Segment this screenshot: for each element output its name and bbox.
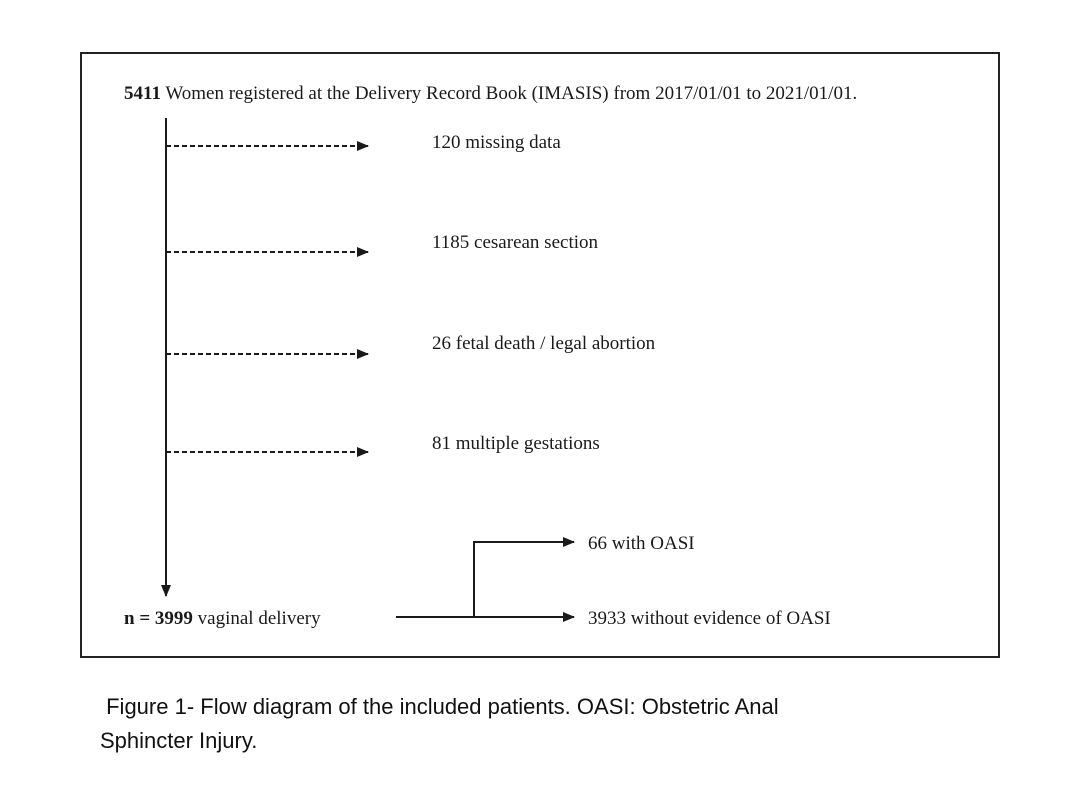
- outcome-count-without-oasi: 3933: [588, 608, 626, 629]
- result-count: n = 3999: [124, 608, 193, 629]
- caption-line-2: Sphincter Injury.: [100, 728, 258, 753]
- outcome-arrow-with-oasi: [473, 537, 575, 617]
- outcome-count-with-oasi: 66: [588, 533, 607, 554]
- outcome-node-without-oasi: 3933 without evidence of OASI: [588, 609, 831, 628]
- outcome-node-with-oasi: 66 with OASI: [588, 534, 695, 553]
- exclusion-node-4: 81 multiple gestations: [432, 434, 600, 453]
- diagram-frame: [80, 52, 1000, 658]
- exclusion-node-2: 1185 cesarean section: [432, 233, 598, 252]
- exclusion-label-3: fetal death / legal abortion: [451, 333, 656, 354]
- result-label: vaginal delivery: [192, 608, 321, 629]
- exclusion-count-2: 1185: [432, 232, 470, 253]
- start-label: Women registered at the Delivery Record …: [160, 83, 858, 104]
- figure-caption: Figure 1- Flow diagram of the included p…: [100, 690, 900, 758]
- exclusion-node-1: 120 missing data: [432, 133, 561, 152]
- start-count: 5411: [124, 83, 161, 104]
- exclusion-label-2: cesarean section: [469, 232, 599, 253]
- outcome-label-with-oasi: with OASI: [607, 533, 695, 554]
- exclusion-label-4: multiple gestations: [451, 433, 600, 454]
- exclusion-label-1: missing data: [460, 132, 561, 153]
- exclusion-count-3: 26: [432, 333, 451, 354]
- start-node: 5411 Women registered at the Delivery Re…: [124, 84, 857, 103]
- exclusion-count-1: 120: [432, 132, 461, 153]
- caption-line-1: Figure 1- Flow diagram of the included p…: [100, 694, 779, 719]
- outcome-label-without-oasi: without evidence of OASI: [626, 608, 831, 629]
- exclusion-node-3: 26 fetal death / legal abortion: [432, 334, 655, 353]
- result-node: n = 3999 vaginal delivery: [124, 609, 321, 628]
- exclusion-count-4: 81: [432, 433, 451, 454]
